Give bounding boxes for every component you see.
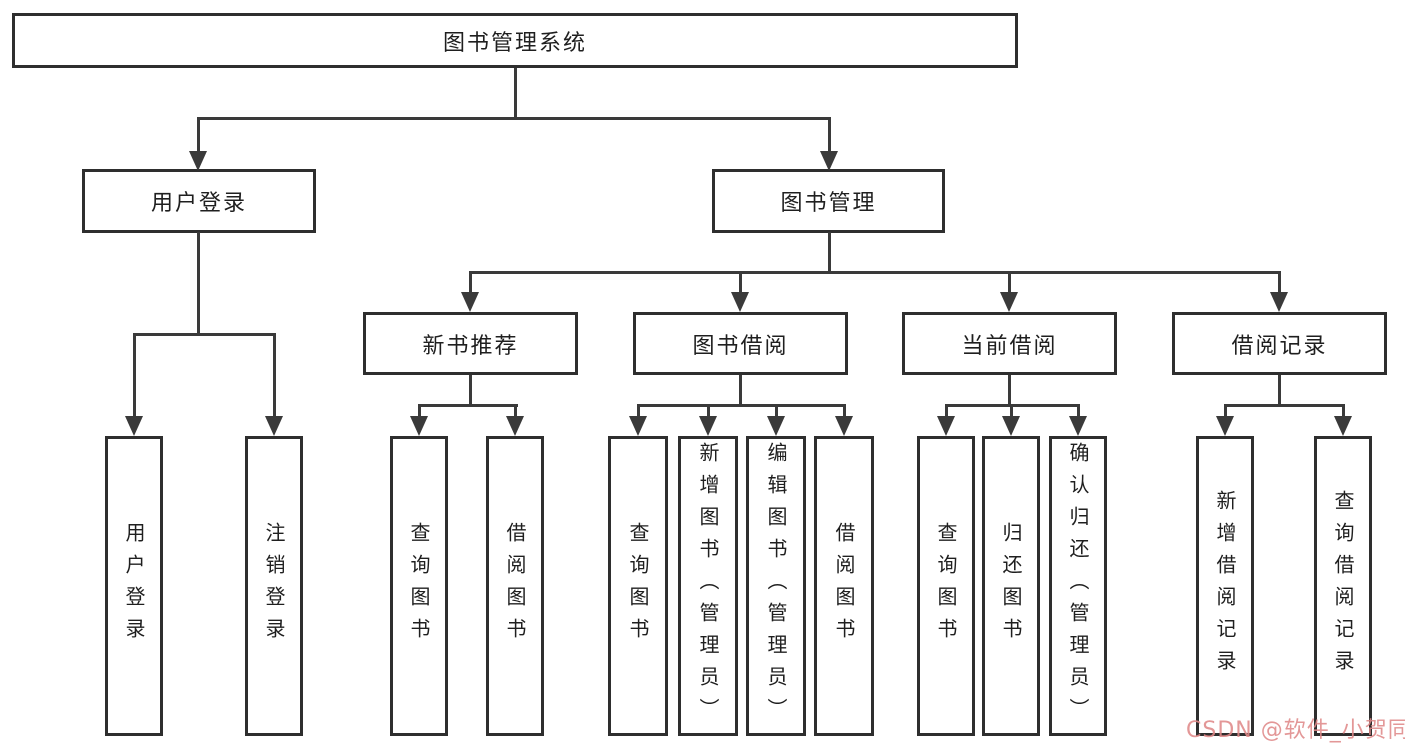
leaf-confirm-return-admin: 确认归还（管理员） bbox=[1049, 436, 1107, 736]
arrowhead bbox=[410, 416, 428, 436]
leaf-user-login: 用户登录 bbox=[105, 436, 163, 736]
connector-line bbox=[637, 404, 640, 418]
arrowhead bbox=[1216, 416, 1234, 436]
connector-line bbox=[1224, 404, 1227, 418]
connector-line bbox=[418, 404, 421, 418]
arrowhead bbox=[189, 151, 207, 171]
connector-line bbox=[828, 232, 831, 274]
connector-line bbox=[739, 375, 742, 406]
leaf-query-books-current: 查询图书 bbox=[917, 436, 975, 736]
arrowhead bbox=[767, 416, 785, 436]
arrowhead bbox=[506, 416, 524, 436]
connector-line bbox=[637, 404, 846, 407]
arrowhead bbox=[1069, 416, 1087, 436]
connector-line bbox=[469, 271, 472, 294]
node-book-management: 图书管理 bbox=[712, 169, 945, 233]
arrowhead bbox=[125, 416, 143, 436]
leaf-query-books-recommend: 查询图书 bbox=[390, 436, 448, 736]
leaf-add-borrow-record: 新增借阅记录 bbox=[1196, 436, 1254, 736]
leaf-edit-book-admin: 编辑图书（管理员） bbox=[746, 436, 806, 736]
arrowhead bbox=[835, 416, 853, 436]
connector-line bbox=[828, 117, 831, 153]
node-user-login: 用户登录 bbox=[82, 169, 316, 233]
leaf-query-books-borrowing: 查询图书 bbox=[608, 436, 668, 736]
connector-line bbox=[197, 232, 200, 336]
connector-line bbox=[1008, 375, 1011, 406]
connector-line bbox=[775, 404, 778, 418]
node-new-book-recommend: 新书推荐 bbox=[363, 312, 578, 375]
connector-line bbox=[197, 117, 200, 153]
leaf-query-borrow-record: 查询借阅记录 bbox=[1314, 436, 1372, 736]
arrowhead bbox=[265, 416, 283, 436]
connector-line bbox=[514, 68, 517, 118]
connector-line bbox=[133, 333, 276, 336]
node-root: 图书管理系统 bbox=[12, 13, 1018, 68]
connector-line bbox=[418, 404, 518, 407]
connector-line bbox=[707, 404, 710, 418]
arrowhead bbox=[699, 416, 717, 436]
connector-line bbox=[945, 404, 948, 418]
arrowhead bbox=[820, 151, 838, 171]
node-current-borrowing: 当前借阅 bbox=[902, 312, 1117, 375]
leaf-logout: 注销登录 bbox=[245, 436, 303, 736]
connector-line bbox=[197, 117, 831, 120]
arrowhead bbox=[461, 292, 479, 312]
node-book-borrowing: 图书借阅 bbox=[633, 312, 848, 375]
arrowhead bbox=[629, 416, 647, 436]
connector-line bbox=[1077, 404, 1080, 418]
arrowhead bbox=[731, 292, 749, 312]
leaf-return-books: 归还图书 bbox=[982, 436, 1040, 736]
connector-line bbox=[1278, 271, 1281, 294]
arrowhead bbox=[1270, 292, 1288, 312]
arrowhead bbox=[1000, 292, 1018, 312]
leaf-add-book-admin: 新增图书（管理员） bbox=[678, 436, 738, 736]
arrowhead bbox=[937, 416, 955, 436]
arrowhead bbox=[1334, 416, 1352, 436]
connector-line bbox=[469, 271, 1281, 274]
connector-line bbox=[1010, 404, 1013, 418]
connector-line bbox=[1008, 271, 1011, 294]
connector-line bbox=[273, 333, 276, 418]
connector-line bbox=[739, 271, 742, 294]
node-borrowing-records: 借阅记录 bbox=[1172, 312, 1387, 375]
connector-line bbox=[514, 404, 517, 418]
connector-line bbox=[1342, 404, 1345, 418]
connector-line bbox=[469, 375, 472, 406]
leaf-borrow-books-borrowing: 借阅图书 bbox=[814, 436, 874, 736]
connector-line bbox=[1278, 375, 1281, 406]
connector-line bbox=[843, 404, 846, 418]
arrowhead bbox=[1002, 416, 1020, 436]
watermark: CSDN @软件_小贺同学 bbox=[1186, 718, 1405, 743]
leaf-borrow-books-recommend: 借阅图书 bbox=[486, 436, 544, 736]
connector-line bbox=[133, 333, 136, 418]
connector-line bbox=[1224, 404, 1345, 407]
